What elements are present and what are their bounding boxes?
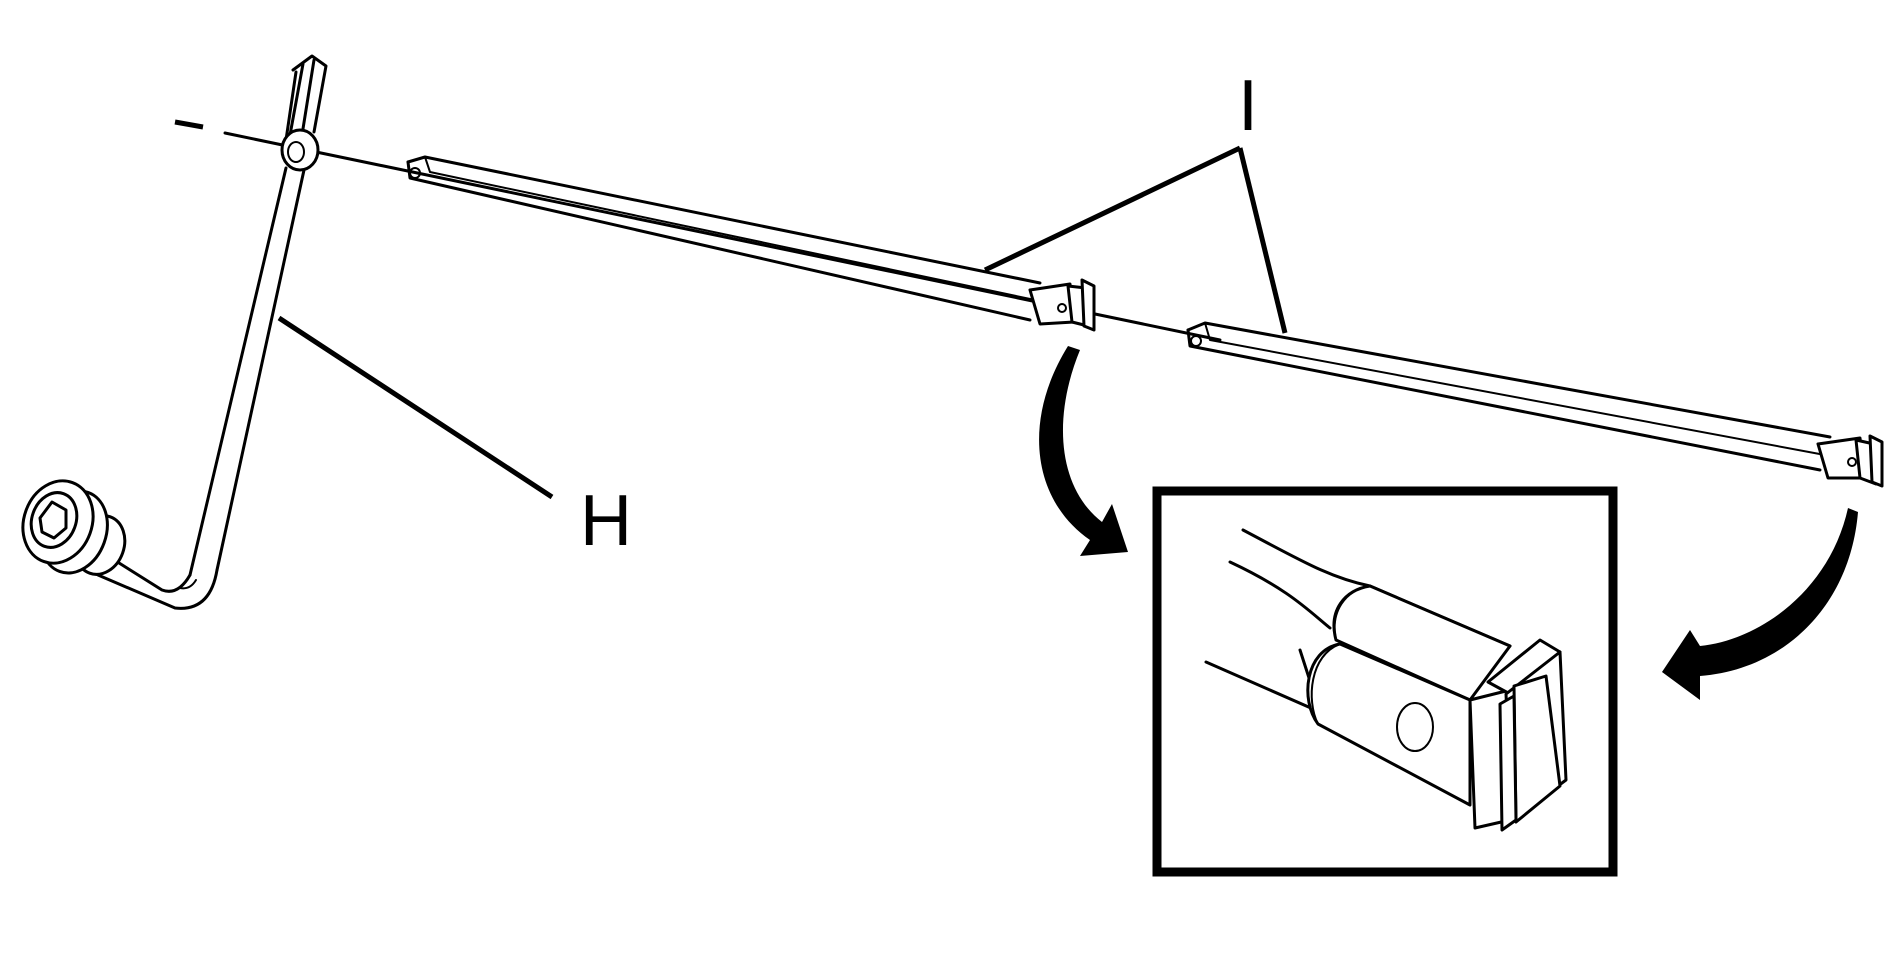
arrow-right-icon — [1662, 508, 1858, 700]
leader-lines — [277, 145, 1288, 500]
connector-detail-icon — [1152, 486, 1618, 877]
extension-rod-icon — [406, 155, 1096, 332]
arrow-left-icon — [1039, 346, 1128, 556]
label-handle: H — [580, 481, 632, 561]
extension-rod-icon — [1186, 321, 1884, 488]
label-extensions: I — [1238, 66, 1258, 146]
jack-handle-icon — [21, 54, 328, 610]
